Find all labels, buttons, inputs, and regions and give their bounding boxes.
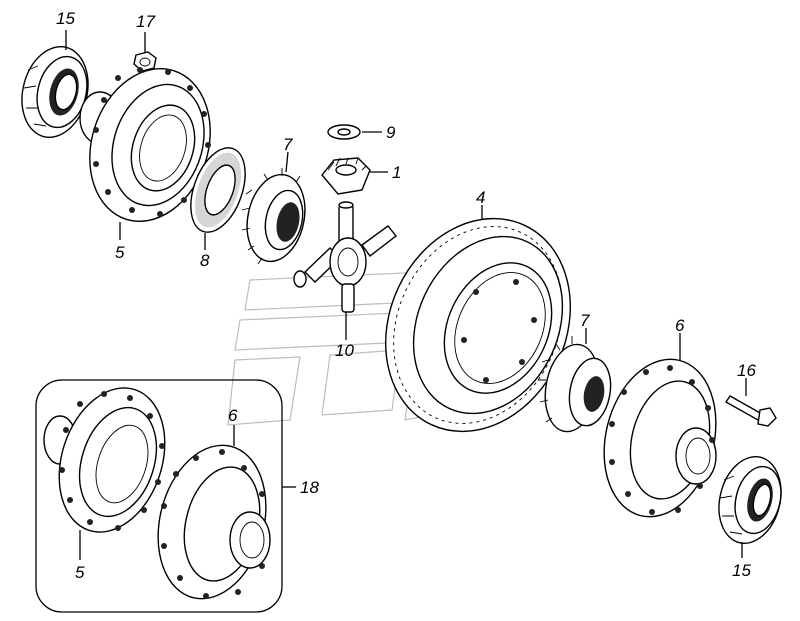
thrust-washer-8 bbox=[190, 147, 246, 233]
callout-9: 9 bbox=[386, 123, 396, 142]
ring-gear-4 bbox=[384, 217, 572, 433]
callout-16: 16 bbox=[737, 361, 756, 380]
callout-5-top: 5 bbox=[115, 243, 125, 262]
callout-8: 8 bbox=[200, 251, 210, 270]
case-half-6-right bbox=[603, 358, 717, 518]
callout-6-kit: 6 bbox=[228, 406, 238, 425]
bearing-15-top bbox=[21, 46, 89, 138]
callout-1: 1 bbox=[392, 163, 401, 182]
bearing-15-bottom bbox=[718, 455, 782, 545]
callout-10: 10 bbox=[335, 341, 354, 360]
assembly-kit-18-box bbox=[35, 379, 283, 613]
callout-7-left: 7 bbox=[283, 135, 293, 154]
callout-labels: 15 17 5 8 7 9 1 4 10 7 6 16 15 6 5 18 bbox=[56, 9, 756, 582]
callout-6-right: 6 bbox=[675, 316, 685, 335]
callout-18: 18 bbox=[300, 478, 319, 497]
side-gear-7-right bbox=[538, 336, 612, 433]
case-half-5-top bbox=[79, 67, 211, 223]
bolt-16 bbox=[724, 395, 777, 427]
callout-4: 4 bbox=[476, 188, 485, 207]
nut-17 bbox=[133, 51, 157, 72]
spider-cross-10 bbox=[293, 201, 397, 313]
pinion-gear-1 bbox=[321, 157, 371, 195]
callout-5-kit: 5 bbox=[75, 563, 85, 582]
callout-15-top: 15 bbox=[56, 9, 75, 28]
washer-9 bbox=[327, 124, 361, 140]
leader-lines bbox=[65, 30, 747, 560]
callout-17: 17 bbox=[136, 12, 155, 31]
side-gear-7-left bbox=[241, 168, 306, 265]
callout-7-right: 7 bbox=[580, 311, 590, 330]
callout-15-bottom: 15 bbox=[732, 561, 751, 580]
